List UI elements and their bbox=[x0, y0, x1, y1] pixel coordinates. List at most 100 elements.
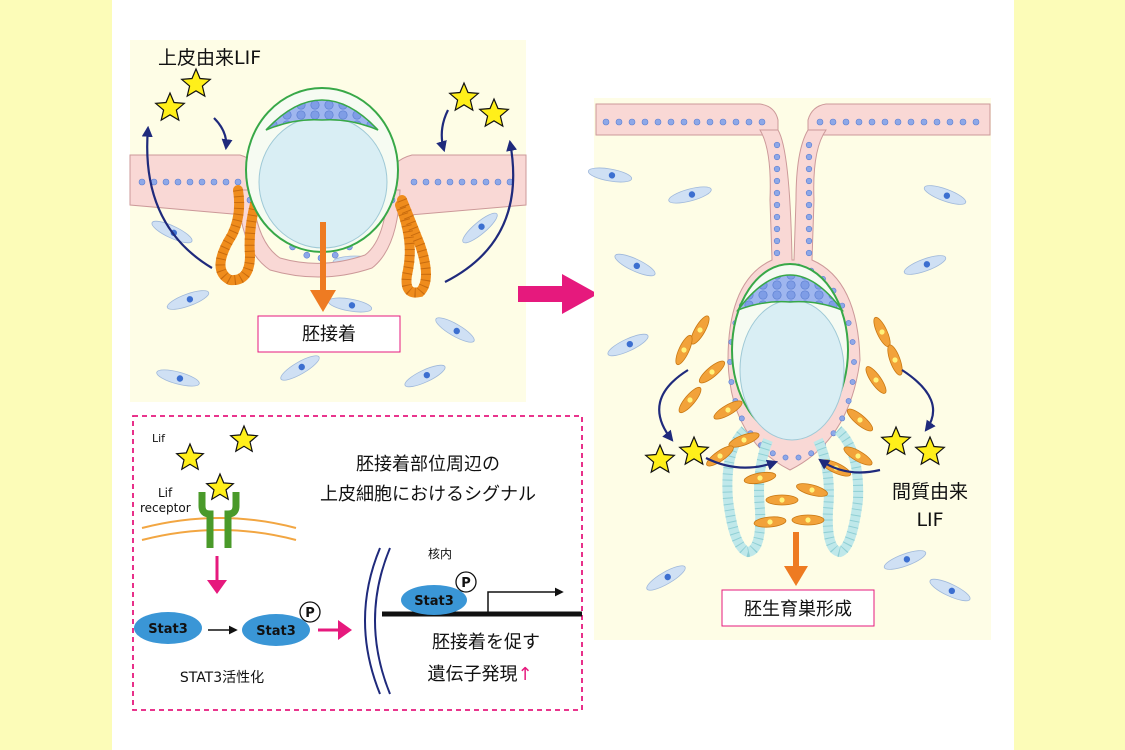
epithelial-nucleus bbox=[773, 165, 781, 173]
stromal-cell bbox=[404, 364, 446, 388]
lif-star-icon bbox=[205, 472, 235, 501]
epithelial-nucleus bbox=[805, 177, 813, 185]
epithelial-nucleus bbox=[849, 339, 856, 345]
epithelial-nucleus bbox=[845, 398, 852, 404]
epithelial-nucleus bbox=[839, 415, 846, 422]
epithelial-nucleus bbox=[894, 118, 902, 126]
epithelial-nucleus bbox=[680, 118, 688, 126]
stromal-cell bbox=[435, 317, 475, 343]
epithelial-nucleus bbox=[881, 118, 889, 126]
epithelial-nucleus bbox=[782, 454, 789, 461]
epithelial-nucleus bbox=[470, 178, 478, 186]
nuclear-envelope-inner bbox=[374, 547, 391, 695]
cell-membrane-inner bbox=[141, 529, 297, 541]
decidual-cell bbox=[675, 334, 693, 366]
epithelial-nucleus bbox=[773, 189, 781, 197]
stat3-active bbox=[242, 614, 310, 646]
signal-box: 胚接着部位周辺の 上皮細胞におけるシグナル Lif Lif receptor S… bbox=[132, 415, 583, 711]
epithelial-nucleus bbox=[728, 379, 735, 385]
epithelial-nucleus bbox=[210, 178, 218, 186]
epithelial-nucleus bbox=[494, 178, 502, 186]
stromal-binding-arrow-left bbox=[705, 457, 779, 471]
nuclear-envelope-outer bbox=[364, 547, 381, 695]
epithelial-nucleus bbox=[805, 237, 813, 245]
epithelial-nucleus bbox=[628, 118, 636, 126]
epithelial-nucleus bbox=[482, 178, 490, 186]
secretion-arrow-right bbox=[444, 139, 517, 283]
epithelial-nucleus bbox=[773, 237, 781, 245]
epithelial-nucleus bbox=[933, 118, 941, 126]
stat3-inactive bbox=[134, 612, 202, 644]
epithelial-nucleus bbox=[719, 118, 727, 126]
stromal-cell bbox=[607, 333, 649, 357]
nucleus-label: 核内 bbox=[428, 547, 452, 561]
stromal-binding-arrow-right bbox=[818, 458, 881, 474]
epithelial-nucleus bbox=[842, 118, 850, 126]
epithelial-nucleus bbox=[410, 178, 418, 186]
epithelial-nucleus bbox=[303, 251, 311, 259]
transcription-start-arrow bbox=[487, 587, 564, 612]
implantation-label: 胚生育巣形成 bbox=[744, 599, 852, 620]
epithelial-nucleus bbox=[758, 118, 766, 126]
gene-expression-line2: 遺伝子発現↑ bbox=[427, 664, 532, 685]
epithelial-nucleus bbox=[805, 213, 813, 221]
epithelial-nucleus bbox=[654, 118, 662, 126]
lif-star-icon bbox=[448, 81, 480, 112]
signal-down-arrow bbox=[207, 556, 227, 594]
lif-star-icon bbox=[644, 443, 676, 474]
epithelial-nucleus bbox=[667, 118, 675, 126]
epithelial-nucleus bbox=[805, 141, 813, 149]
epithelial-nucleus bbox=[773, 249, 781, 257]
transition-arrow bbox=[518, 274, 598, 314]
stat3-activation-label: STAT3活性化 bbox=[180, 670, 264, 686]
lif-star-icon bbox=[880, 425, 912, 456]
epithelial-nucleus bbox=[769, 450, 776, 457]
lif-star-icon bbox=[914, 435, 946, 466]
epithelial-nucleus bbox=[773, 201, 781, 209]
phospho-badge-2 bbox=[455, 571, 477, 593]
epithelial-nucleus bbox=[855, 118, 863, 126]
epithelial-nucleus bbox=[808, 450, 815, 457]
signal-title-line2: 上皮細胞におけるシグナル bbox=[320, 484, 536, 505]
decidual-cell bbox=[690, 315, 710, 345]
blastocyst-left bbox=[245, 87, 399, 253]
stromal-cell bbox=[923, 185, 967, 205]
epithelial-nucleus bbox=[851, 359, 857, 365]
decidual-cell bbox=[698, 360, 726, 384]
attachment-arrow bbox=[310, 222, 336, 312]
stromal-cell bbox=[929, 578, 971, 602]
epithelial-nucleus bbox=[795, 454, 802, 461]
epithelial-nucleus bbox=[907, 118, 915, 126]
epithelial-nucleus bbox=[920, 118, 928, 126]
lif-receptor bbox=[198, 492, 240, 548]
stat3-label-inactive: Stat3 bbox=[148, 622, 188, 637]
epithelial-nucleus bbox=[732, 118, 740, 126]
stromal-arrow-right bbox=[901, 369, 936, 432]
epithelial-nucleus bbox=[458, 178, 466, 186]
lif-star-icon bbox=[175, 442, 205, 471]
decidual-cell bbox=[678, 386, 702, 414]
stromal-cell bbox=[646, 565, 686, 591]
epithelial-nucleus bbox=[773, 225, 781, 233]
decidual-cell bbox=[865, 366, 887, 394]
nuclear-entry-arrow bbox=[318, 620, 352, 640]
epithelial-nucleus bbox=[805, 225, 813, 233]
stromal-cells-right bbox=[587, 167, 971, 602]
epithelial-nucleus bbox=[773, 213, 781, 221]
binding-arrow-left bbox=[213, 117, 233, 151]
epithelial-nucleus bbox=[946, 118, 954, 126]
receptor-label-line2: receptor bbox=[140, 501, 191, 515]
epithelial-nucleus bbox=[198, 178, 206, 186]
left-panel: 上皮由来LIF 胚接着 bbox=[129, 40, 527, 402]
lif-star-icon bbox=[154, 91, 186, 122]
epithelial-nucleus bbox=[738, 415, 745, 422]
stromal-cell bbox=[280, 355, 320, 381]
stromal-lif-label-line2: LIF bbox=[916, 509, 943, 531]
inner-cell-mass bbox=[265, 99, 379, 131]
epithelial-nucleus bbox=[186, 178, 194, 186]
stromal-arrow-left bbox=[658, 369, 689, 442]
gene-expression-text: 遺伝子発現 bbox=[427, 664, 517, 685]
epithelial-nucleus bbox=[829, 118, 837, 126]
epithelial-nucleus bbox=[745, 118, 753, 126]
phospho-label-2: P bbox=[461, 576, 471, 591]
